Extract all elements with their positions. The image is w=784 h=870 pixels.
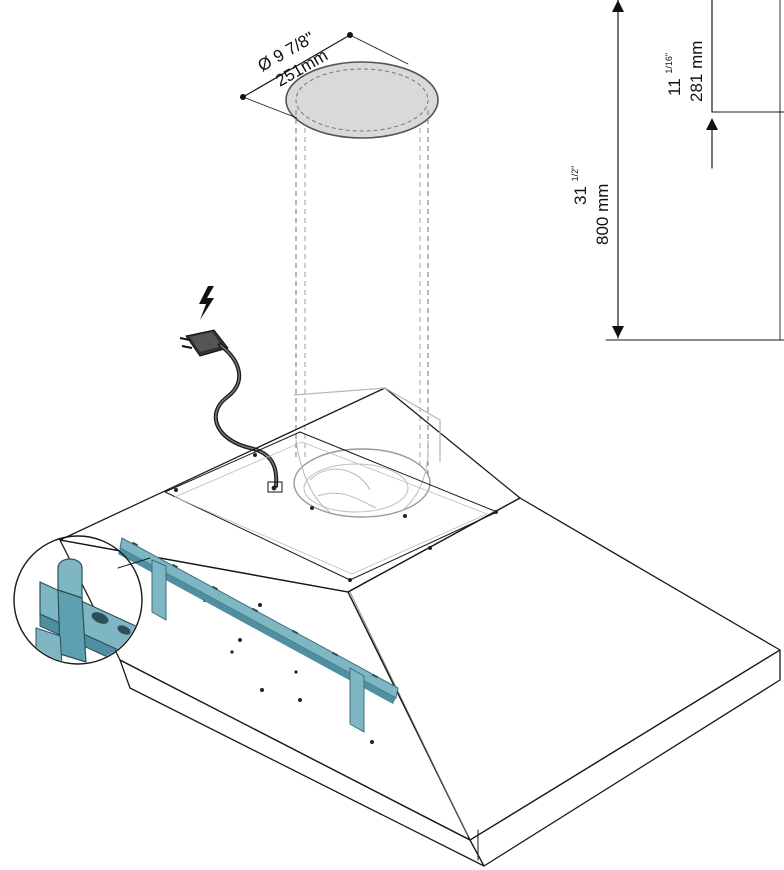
duct-inner-ellipse	[295, 68, 429, 132]
duct-ellipse	[285, 61, 439, 139]
height-upper-imperial: 11	[665, 78, 684, 96]
lightning-icon	[199, 286, 214, 320]
height-dimensions: 31 1/2" 800 mm 11 1/16" 281 mm	[570, 0, 784, 341]
height-total-imperial: 31	[571, 186, 590, 205]
svg-text:11 1/16": 11 1/16"	[664, 53, 684, 96]
height-total-fraction: 1/2"	[570, 166, 580, 182]
power-plug-icon	[179, 329, 279, 488]
svg-text:31 1/2": 31 1/2"	[570, 166, 590, 205]
duct-opening	[285, 61, 439, 139]
height-upper-metric: 281 mm	[687, 41, 706, 102]
blower-housing	[293, 387, 441, 518]
height-total-metric: 800 mm	[593, 184, 612, 245]
duct-cylinder-projection	[295, 110, 429, 478]
wall-bracket-rail	[118, 537, 399, 733]
wall-bracket-icon	[35, 558, 141, 663]
height-upper-fraction: 1/16"	[664, 53, 674, 74]
range-hood-body	[59, 387, 781, 867]
